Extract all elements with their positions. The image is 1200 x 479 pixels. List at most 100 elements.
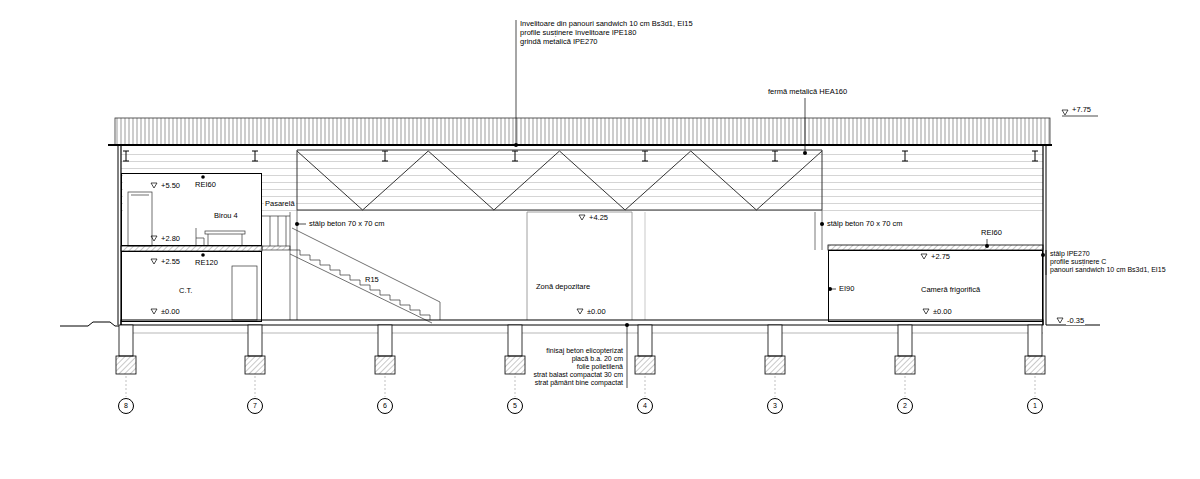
foundations-part bbox=[245, 356, 265, 374]
leader-dots-part bbox=[514, 143, 518, 147]
level-markers-part bbox=[151, 259, 157, 264]
roof-beams-part bbox=[123, 151, 129, 161]
grid-number: 1 bbox=[1033, 402, 1037, 410]
grid-bubble: 2 bbox=[897, 398, 913, 414]
walls-part bbox=[1046, 145, 1047, 325]
walls-part bbox=[118, 145, 119, 325]
annotation-label: -0.35 bbox=[1066, 317, 1085, 325]
office-details-part bbox=[232, 266, 257, 320]
concrete-columns bbox=[290, 210, 822, 320]
office-details-part bbox=[208, 234, 209, 246]
annotation-label: finisaj beton elicopterizat bbox=[545, 347, 624, 355]
foundations-part bbox=[1025, 356, 1045, 374]
annotation-label: stâlp IPE270 bbox=[1049, 250, 1091, 258]
foundations-part bbox=[765, 356, 785, 374]
steel-truss-part bbox=[297, 151, 822, 210]
grid-bubble: 5 bbox=[507, 398, 523, 414]
annotation-label: Invelitoare din panouri sandwich 10 cm B… bbox=[519, 20, 694, 28]
roof-beams-part bbox=[382, 151, 388, 161]
grid-bubble: 7 bbox=[247, 398, 263, 414]
grid-number: 3 bbox=[773, 402, 777, 410]
office-details-part bbox=[131, 195, 149, 196]
annotation-label: profile susținere învelitoare IPE180 bbox=[519, 29, 637, 37]
annotation-label: ±0.00 bbox=[160, 308, 181, 316]
annotation-label: placă b.a. 20 cm bbox=[571, 355, 624, 363]
annotation-label: Pasarelă bbox=[264, 200, 296, 208]
leader-lines-part bbox=[1062, 116, 1098, 117]
foundations-part bbox=[375, 356, 395, 374]
room-name: Cameră frigorifică bbox=[921, 285, 980, 294]
steel-truss-part bbox=[297, 150, 298, 210]
staircase-part bbox=[292, 228, 440, 302]
annotation-label: stâlp beton 70 x 70 cm bbox=[826, 220, 903, 228]
leader-lines-part bbox=[516, 20, 517, 145]
level-markers-part bbox=[923, 309, 929, 314]
concrete-columns-part bbox=[527, 212, 528, 320]
grid-lines-part bbox=[775, 376, 776, 397]
staircase-part bbox=[290, 250, 430, 320]
annotation-label: RE120 bbox=[194, 259, 219, 267]
annotation-label: strat pământ bine compactat bbox=[534, 379, 624, 387]
grid-lines-part bbox=[385, 376, 386, 397]
foundations-part bbox=[116, 356, 136, 374]
grid-bubble: 8 bbox=[118, 398, 134, 414]
foundations-part bbox=[898, 325, 912, 356]
office-details-part bbox=[242, 234, 243, 246]
floor-and-ground-part bbox=[121, 320, 1043, 325]
foundations-part bbox=[505, 356, 525, 374]
wall-purlins-part bbox=[123, 174, 261, 246]
annotation-label: panouri sandwich 10 cm Bs3d1, EI15 bbox=[1049, 266, 1167, 274]
level-markers-part bbox=[151, 236, 157, 241]
office-details-part bbox=[128, 192, 152, 246]
roof bbox=[108, 118, 1052, 145]
office-details-part bbox=[196, 228, 204, 246]
roof-beams-part bbox=[512, 151, 518, 161]
annotation-label: +2.80 bbox=[160, 235, 181, 243]
leader-lines-part bbox=[627, 325, 628, 388]
leader-dots-part bbox=[820, 222, 824, 226]
staircase-part bbox=[290, 254, 432, 323]
annotation-label: +4.25 bbox=[588, 214, 609, 222]
annotation-label: ±0.00 bbox=[586, 308, 607, 316]
level-markers-part bbox=[1062, 110, 1068, 115]
grid-lines-part bbox=[905, 376, 906, 397]
annotation-label: strat balast compactat 30 cm bbox=[533, 371, 624, 379]
annotation-label: +2.75 bbox=[930, 253, 951, 261]
grid-number: 8 bbox=[124, 402, 128, 410]
staircase bbox=[290, 228, 440, 323]
level-markers-part bbox=[151, 183, 157, 188]
annotation-label: ±0.00 bbox=[932, 308, 953, 316]
floor-and-ground-part bbox=[60, 322, 121, 326]
grid-number: 6 bbox=[383, 402, 387, 410]
grid-lines-part bbox=[255, 376, 256, 397]
leader-dots-part bbox=[1041, 253, 1045, 257]
foundations-part bbox=[378, 325, 392, 356]
wall-purlins bbox=[121, 148, 1043, 246]
concrete-columns-part bbox=[527, 212, 632, 213]
annotation-label: profile susținere C bbox=[1049, 258, 1107, 266]
concrete-columns-part bbox=[290, 212, 291, 320]
grid-number: 4 bbox=[643, 402, 647, 410]
roof-part bbox=[115, 118, 1050, 145]
level-markers-part bbox=[921, 254, 927, 259]
steel-truss-part bbox=[297, 210, 822, 211]
room-box: Birou 4 bbox=[121, 173, 262, 246]
grid-number: 5 bbox=[513, 402, 517, 410]
annotation-label: grindă metalică IPE270 bbox=[519, 38, 599, 46]
roof-beams-part bbox=[252, 151, 258, 161]
steel-truss-part bbox=[822, 150, 823, 210]
roof-beams-part bbox=[902, 151, 908, 161]
concrete-columns-part bbox=[822, 210, 823, 250]
walls bbox=[118, 145, 1046, 325]
walkway-part bbox=[278, 216, 279, 246]
foundations-part bbox=[119, 325, 133, 356]
level-markers-part bbox=[1057, 318, 1063, 323]
roof-beams-part bbox=[642, 151, 648, 161]
annotation-label: Zonă depozitare bbox=[535, 283, 591, 291]
walkway-part bbox=[286, 216, 287, 246]
foundations-part bbox=[635, 356, 655, 374]
roof-beams-part bbox=[1032, 151, 1038, 161]
leader-lines-part bbox=[805, 98, 806, 151]
concrete-columns-part bbox=[632, 212, 633, 320]
concrete-columns-part bbox=[297, 210, 298, 320]
